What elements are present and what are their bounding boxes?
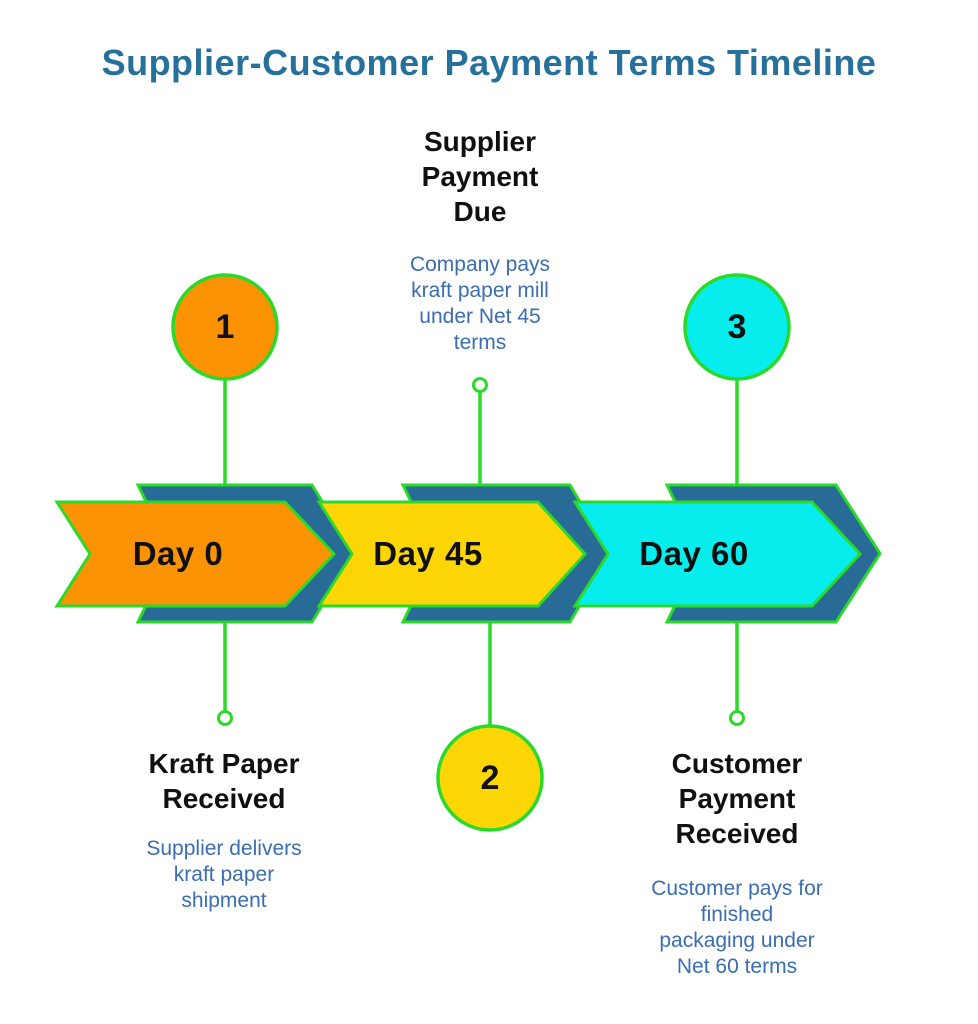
day-arrow-1 xyxy=(54,500,337,608)
ring-marker-top-2 xyxy=(472,377,488,393)
milestone-heading-1: Kraft Paper Received xyxy=(148,748,300,814)
step-number-3: 3 xyxy=(727,308,747,346)
milestone-description-1: Supplier delivers kraft paper shipment xyxy=(146,837,302,912)
milestone-heading-2: Supplier Payment Due xyxy=(421,126,539,227)
page-title: Supplier-Customer Payment Terms Timeline xyxy=(101,42,877,83)
milestone-description-3: Customer pays for finished packaging und… xyxy=(651,877,823,978)
step-number-2: 2 xyxy=(480,759,500,797)
step-circle-1 xyxy=(171,273,279,381)
milestone-description-2: Company pays kraft paper mill under Net … xyxy=(409,253,551,354)
ring-marker-bottom-3 xyxy=(729,710,745,726)
day-label-1: Day 0 xyxy=(132,535,224,572)
day-arrow-3 xyxy=(572,500,863,608)
step-circle-2 xyxy=(436,724,544,832)
step-number-1: 1 xyxy=(215,308,235,346)
day-arrow-2 xyxy=(316,500,588,608)
milestone-heading-3: Customer Payment Received xyxy=(671,748,803,849)
day-label-2: Day 45 xyxy=(373,535,483,572)
day-label-3: Day 60 xyxy=(639,535,749,572)
ring-marker-bottom-1 xyxy=(217,710,233,726)
step-circle-3 xyxy=(683,273,791,381)
